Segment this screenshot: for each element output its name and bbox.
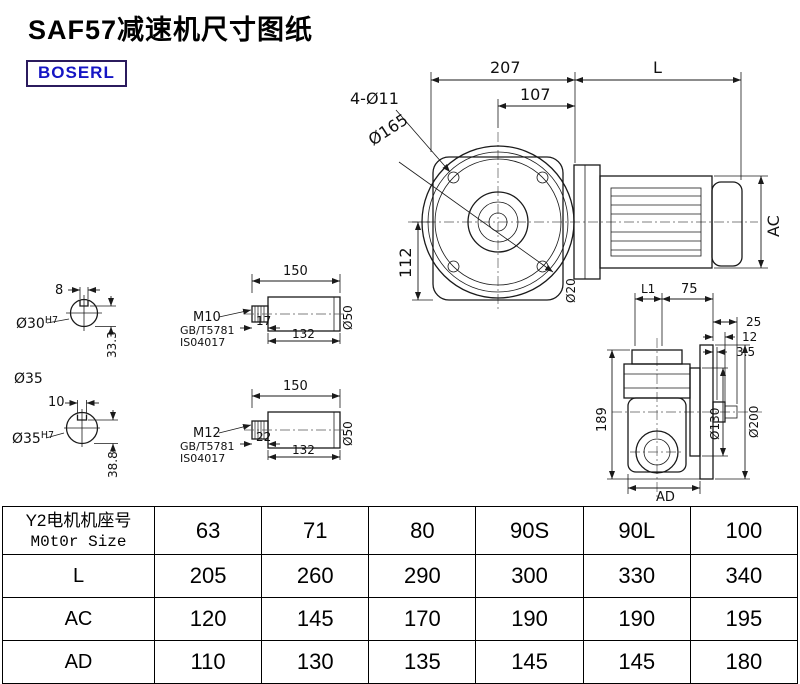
sideview-189-label: 189 xyxy=(595,407,610,432)
table-cell: 290 xyxy=(368,554,477,598)
sideview-35-label: 3.5 xyxy=(736,345,755,359)
table-cell: 71 xyxy=(261,506,370,555)
output-shaft-circle xyxy=(635,430,679,474)
table-cell: 190 xyxy=(582,597,691,641)
table-cell: 170 xyxy=(368,597,477,641)
shaft-end-view-2: Ø35 10 Ø35H7 38.8 xyxy=(12,371,120,478)
shaftside1-threadlen-label: 17 xyxy=(256,314,271,328)
shaft1-bore-label: Ø30H7 xyxy=(16,315,58,332)
sideview-75-label: 75 xyxy=(681,282,698,297)
shaft2-keyway-depth-label: 38.8 xyxy=(106,451,120,478)
shaftside2-thread-label: M12 xyxy=(193,426,221,441)
shaftside1-dia-label: Ø50 xyxy=(341,305,355,330)
gearbox-housing xyxy=(432,156,564,301)
sideview-l1-label: L1 xyxy=(641,282,655,296)
row-label: L xyxy=(2,554,155,598)
dimension-table: Y2电机机座号 M0t0r Size 63 71 80 90S 90L 100 … xyxy=(2,506,799,684)
dim-207-label: 207 xyxy=(490,58,521,77)
motor-fan-cowl xyxy=(711,181,743,267)
table-cell: 180 xyxy=(689,640,799,684)
row-label: AC xyxy=(2,597,155,641)
table-row-l: L 205 260 290 300 330 340 xyxy=(2,554,799,598)
table-cell: 260 xyxy=(261,554,370,598)
shaftside1-std2-label: IS04017 xyxy=(180,336,225,349)
table-cell: 145 xyxy=(582,640,691,684)
motor-size-label-cn: Y2电机机座号 xyxy=(25,510,132,530)
dim-l-label: L xyxy=(653,58,662,77)
shaftside1-std1-label: GB/T5781 xyxy=(180,324,235,337)
shaft-note-label: Ø20 xyxy=(564,278,578,303)
bolt-hole xyxy=(447,260,460,273)
bolt-hole xyxy=(536,171,549,184)
table-cell: 205 xyxy=(153,554,263,598)
sideview-flangedia-label: Ø200 xyxy=(747,406,761,438)
table-cell: 80 xyxy=(368,506,477,555)
table-cell: 330 xyxy=(582,554,691,598)
sideview-ad-label: AD xyxy=(656,490,675,505)
page-title: SAF57减速机尺寸图纸 xyxy=(28,15,314,45)
dim-107-label: 107 xyxy=(520,85,551,104)
table-cell: 100 xyxy=(689,506,799,555)
shaftside2-threadlen-label: 22 xyxy=(256,430,271,444)
table-cell: 190 xyxy=(475,597,584,641)
shaft-end-view-1: 8 Ø30H7 33.3 xyxy=(16,283,119,358)
sideview-hubdia-label: Ø130 xyxy=(708,408,722,440)
shaftside2-dia-label: Ø50 xyxy=(341,421,355,446)
motor-size-header-cell: Y2电机机座号 M0t0r Size xyxy=(2,506,155,555)
table-cell: 130 xyxy=(261,640,370,684)
table-cell: 145 xyxy=(261,597,370,641)
shaft2-keyway-width-label: 10 xyxy=(48,395,65,410)
shaft-side-view-1: 150 M10 GB/T5781 IS04017 17 132 Ø50 xyxy=(180,264,355,349)
shaft1-keyway-depth-label: 33.3 xyxy=(105,331,119,358)
table-cell: 120 xyxy=(153,597,263,641)
table-row-ac: AC 120 145 170 190 190 195 xyxy=(2,597,799,641)
technical-drawing: 207 L 107 4-Ø11 Ø165 112 AC Ø20 xyxy=(12,58,783,505)
dim-112-label: 112 xyxy=(396,247,415,278)
flange-dia-label: Ø165 xyxy=(365,110,412,149)
brand-logo-box: BOSERL xyxy=(26,60,127,87)
shaftside2-std2-label: IS04017 xyxy=(180,452,225,465)
table-cell: 90L xyxy=(582,506,691,555)
table-cell: 135 xyxy=(368,640,477,684)
table-cell: 110 xyxy=(153,640,263,684)
table-row-motor-size: Y2电机机座号 M0t0r Size 63 71 80 90S 90L 100 xyxy=(2,506,799,555)
table-cell: 145 xyxy=(475,640,584,684)
shaftside2-length-label: 150 xyxy=(283,379,308,394)
table-cell: 90S xyxy=(475,506,584,555)
bolt-hole xyxy=(447,171,460,184)
table-cell: 300 xyxy=(475,554,584,598)
shaft-side-view-2: 150 M12 GB/T5781 IS04017 22 132 Ø50 xyxy=(180,379,355,465)
side-view: L1 75 25 12 3.5 189 Ø130 xyxy=(595,282,762,505)
main-view: 207 L 107 4-Ø11 Ø165 112 AC Ø20 xyxy=(350,58,783,312)
shaftside2-std1-label: GB/T5781 xyxy=(180,440,235,453)
shaft2-outer-dia-label: Ø35 xyxy=(14,371,43,387)
table-cell: 63 xyxy=(153,506,263,555)
bolt-holes-label: 4-Ø11 xyxy=(350,89,399,108)
motor-ac-label: AC xyxy=(764,215,783,237)
row-label: AD xyxy=(2,640,155,684)
shaftside1-thread-label: M10 xyxy=(193,310,221,325)
table-cell: 195 xyxy=(689,597,799,641)
table-row-ad: AD 110 130 135 145 145 180 xyxy=(2,640,799,684)
sideview-25-label: 25 xyxy=(746,315,761,329)
brand-logo-text: BOSERL xyxy=(38,63,115,82)
sideview-12-label: 12 xyxy=(742,330,757,344)
shaft2-bore-label: Ø35H7 xyxy=(12,430,54,447)
shaftside1-length-label: 150 xyxy=(283,264,308,279)
shaft1-keyway-width-label: 8 xyxy=(55,283,63,298)
table-cell: 340 xyxy=(689,554,799,598)
shaftside2-bodylen-label: 132 xyxy=(292,443,315,457)
motor-size-label-en: M0t0r Size xyxy=(30,532,127,551)
shaftside1-bodylen-label: 132 xyxy=(292,327,315,341)
